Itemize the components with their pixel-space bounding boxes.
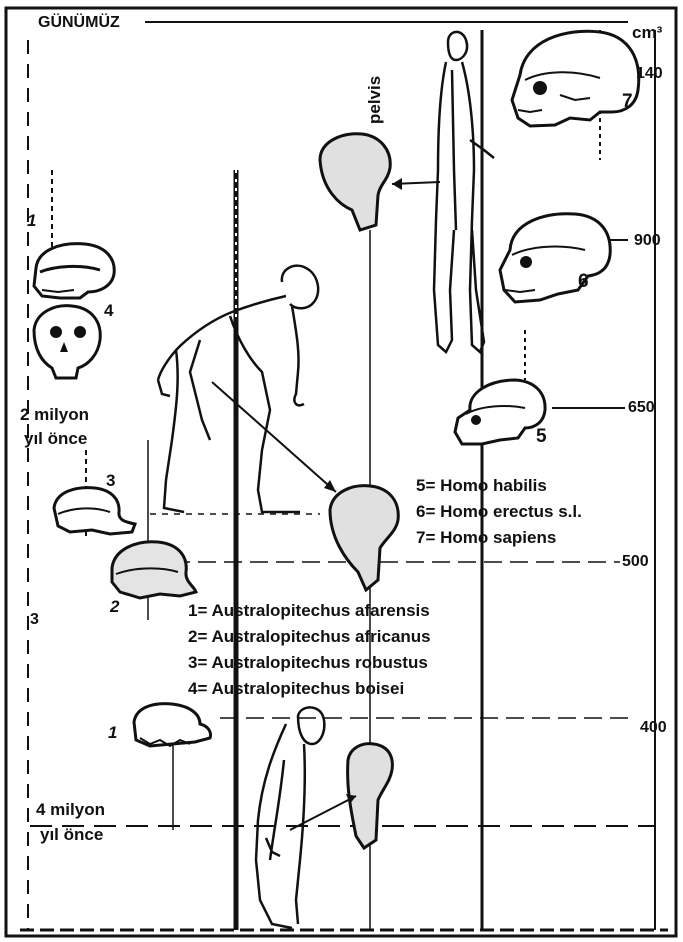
- robustus-skull-icon: [54, 488, 135, 534]
- legend-australopithecus-4: 4= Australopitechus boisei: [188, 680, 404, 697]
- marker-2: 2: [110, 598, 119, 615]
- marker-4: 4: [104, 302, 113, 319]
- marker-7: 7: [622, 92, 633, 111]
- two-million-label-line2: yıl önce: [24, 430, 87, 447]
- volume-label-500: 500: [622, 554, 649, 570]
- present-label: GÜNÜMÜZ: [38, 15, 120, 31]
- volume-label-900: 900: [634, 233, 661, 249]
- pelvis-arrow-bottom: [290, 796, 356, 830]
- boisei-skull-front-icon: [34, 306, 100, 378]
- marker-5: 5: [536, 427, 547, 446]
- pelvis-arrow-middle: [212, 382, 336, 492]
- pelvis-label: pelvis: [366, 76, 383, 124]
- legend-australopithecus-3: 3= Australopitechus robustus: [188, 654, 428, 671]
- volume-label-400: 400: [640, 720, 667, 736]
- legend-homo-5: 5= Homo habilis: [416, 477, 547, 494]
- afarensis-skull-icon: [134, 704, 211, 746]
- marker-6: 6: [578, 272, 589, 291]
- four-million-label-line1: 4 milyon: [36, 801, 105, 818]
- volume-label-650: 650: [628, 400, 655, 416]
- pelvis-top-icon: [320, 134, 390, 230]
- two-million-label-line1: 2 milyon: [20, 406, 89, 423]
- africanus-skull-icon: [112, 542, 196, 598]
- legend-homo-7: 7= Homo sapiens: [416, 529, 556, 546]
- boisei-skull-icon: [34, 244, 114, 298]
- marker-3-left: 3: [30, 612, 39, 628]
- erectus-skull-icon: [500, 214, 610, 302]
- four-million-label-line2: yıl önce: [40, 826, 103, 843]
- marker-1-bottom: 1: [108, 724, 117, 741]
- legend-australopithecus-1: 1= Australopitechus afarensis: [188, 602, 430, 619]
- habilis-skull-icon: [455, 380, 545, 444]
- marker-3: 3: [106, 472, 115, 489]
- pelvis-middle-icon: [330, 486, 398, 590]
- legend-australopithecus-2: 2= Australopitechus africanus: [188, 628, 431, 645]
- volume-label-1400: 140: [636, 66, 663, 82]
- sapiens-skull-icon: [512, 31, 639, 126]
- homo-sapiens-figure-icon: [434, 32, 494, 352]
- unit-label: cm³: [632, 24, 662, 41]
- legend-homo-6: 6= Homo erectus s.l.: [416, 503, 582, 520]
- marker-1-top: 1: [27, 212, 36, 229]
